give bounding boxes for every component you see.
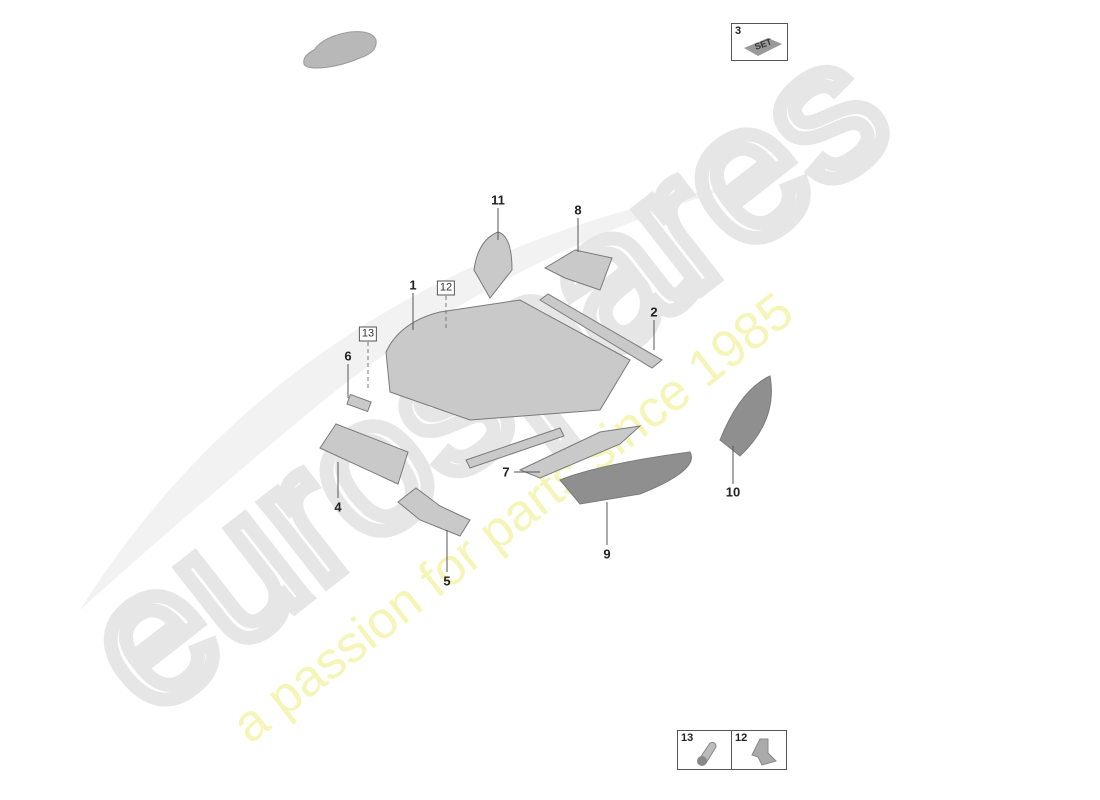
- part-7: [518, 425, 642, 479]
- part-5: [397, 487, 471, 537]
- boxed-callout-13[interactable]: 13: [358, 326, 378, 342]
- part-9: [559, 451, 692, 505]
- callout-7[interactable]: 7: [502, 464, 510, 480]
- callout-1[interactable]: 1: [409, 277, 417, 293]
- part-11: [473, 231, 513, 299]
- car-icon: [303, 31, 377, 69]
- part-2: [539, 293, 663, 369]
- callout-10[interactable]: 10: [725, 484, 741, 500]
- callout-6[interactable]: 6: [344, 348, 352, 364]
- callout-5[interactable]: 5: [443, 573, 451, 589]
- callout-8[interactable]: 8: [574, 202, 582, 218]
- part-6: [346, 393, 372, 413]
- part-10: [719, 375, 772, 457]
- part-8: [543, 249, 613, 291]
- part-1: [385, 299, 631, 421]
- callout-4[interactable]: 4: [334, 499, 342, 515]
- bracket-icon: [751, 738, 777, 766]
- legend-item-13: 13: [677, 730, 733, 770]
- part-4: [319, 423, 409, 485]
- boxed-callout-12[interactable]: 12: [436, 280, 456, 296]
- legend-item-12: 12: [731, 730, 787, 770]
- set-box-icon: SET: [744, 36, 782, 56]
- callout-9[interactable]: 9: [603, 546, 611, 562]
- legend-number: 3: [735, 25, 742, 37]
- callout-2[interactable]: 2: [650, 304, 658, 320]
- clip-icon: [697, 742, 717, 766]
- callout-11[interactable]: 11: [491, 192, 505, 208]
- set-legend-box: 3 SET: [731, 23, 788, 61]
